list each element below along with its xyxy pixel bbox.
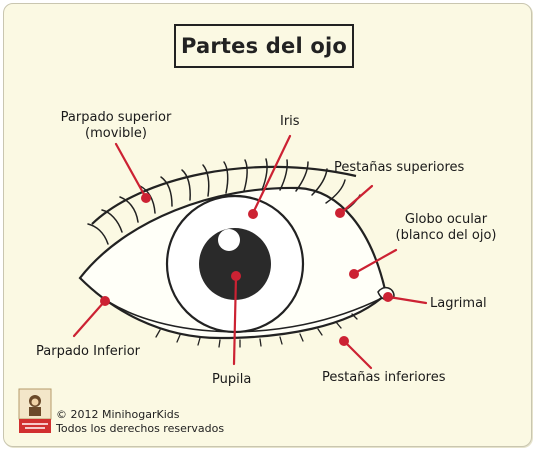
footer-rights: Todos los derechos reservados <box>56 422 225 435</box>
pupil-highlight <box>218 229 240 251</box>
label-pestanas-inferiores: Pestañas inferiores <box>322 370 446 385</box>
label-pestanas-superiores: Pestañas superiores <box>334 160 465 175</box>
pointer-dot-iris <box>248 209 258 219</box>
label-iris: Iris <box>280 114 300 129</box>
label-globo-ocular: Globo ocular (blanco del ojo) <box>386 212 506 244</box>
pupil <box>199 228 271 300</box>
pointer-dot-parpado-superior <box>141 193 151 203</box>
label-parpado-inferior: Parpado Inferior <box>36 344 141 359</box>
pointer-line-pestanas-superiores <box>339 184 374 215</box>
pointer-line-globo-ocular <box>353 248 398 275</box>
footer: © 2012 MinihogarKids Todos los derechos … <box>56 408 224 436</box>
upper-eyelid-crease <box>91 165 357 225</box>
pointer-dot-pestanas-inferiores <box>339 336 349 346</box>
title-box: Partes del ojo <box>174 24 354 68</box>
pointer-dot-globo-ocular <box>349 269 359 279</box>
page-title: Partes del ojo <box>180 34 348 58</box>
pointer-line-pupila <box>232 274 238 366</box>
pointer-dot-pupila <box>231 271 241 281</box>
label-parpado-superior: Parpado superior (movible) <box>46 110 186 142</box>
pointer-line-pestanas-inferiores <box>342 339 373 370</box>
label-lagrimal: Lagrimal <box>430 296 487 311</box>
pointer-line-iris <box>251 134 292 215</box>
pointer-dot-parpado-inferior <box>100 296 110 306</box>
pointer-line-parpado-superior <box>114 142 148 200</box>
label-parpado-superior-sub: (movible) <box>85 126 147 141</box>
minihogarkids-logo <box>18 388 52 433</box>
pointer-dots <box>100 193 393 346</box>
label-pupila: Pupila <box>212 372 252 387</box>
label-parpado-superior-text: Parpado superior <box>60 110 172 125</box>
label-globo-ocular-sub: (blanco del ojo) <box>395 228 497 243</box>
pointer-line-parpado-inferior <box>72 300 106 338</box>
pointer-dot-pestanas-superiores <box>335 208 345 218</box>
footer-copyright: © 2012 MinihogarKids <box>56 408 180 421</box>
label-globo-ocular-text: Globo ocular <box>404 212 488 227</box>
pointer-line-lagrimal <box>387 295 428 305</box>
pointers <box>72 134 428 370</box>
pointer-dot-lagrimal <box>383 292 393 302</box>
lower-eyelashes <box>155 313 358 348</box>
